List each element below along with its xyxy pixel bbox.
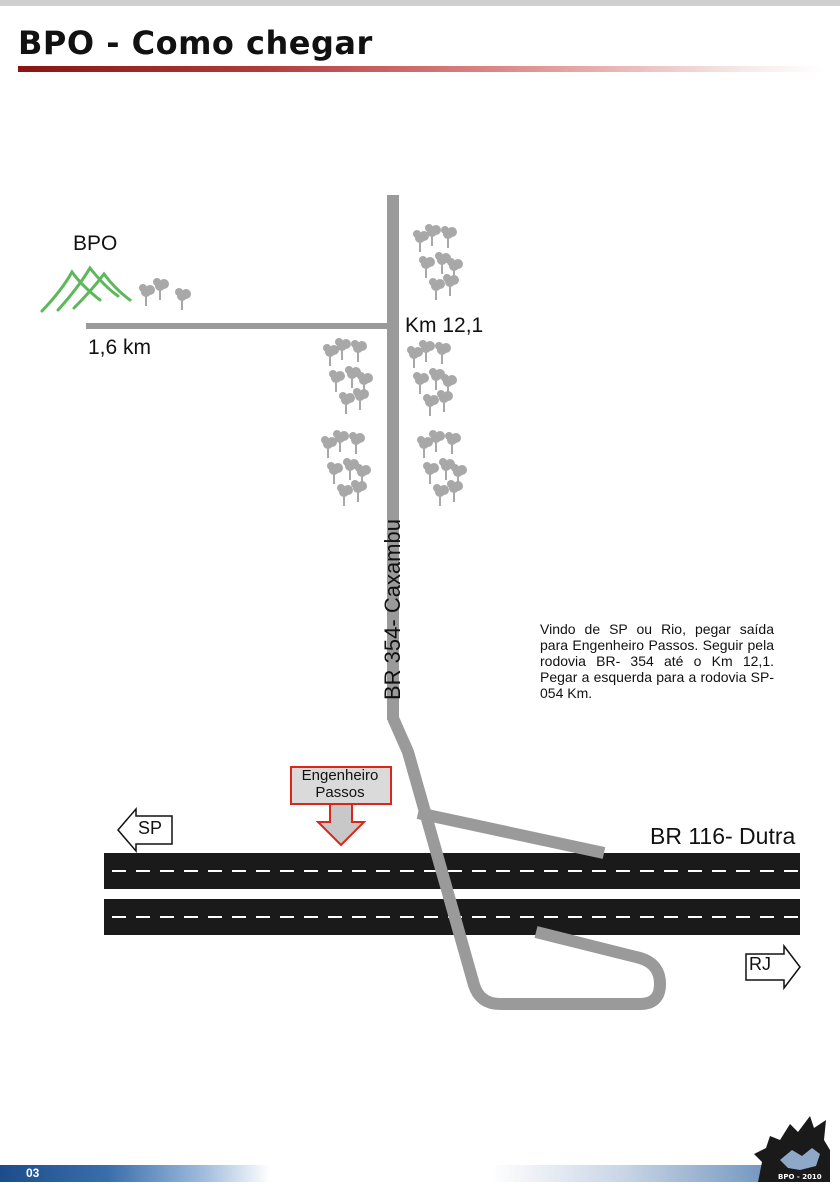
rj-direction-label: RJ: [749, 954, 771, 974]
directions-text: Vindo de SP ou Rio, pegar saída para Eng…: [540, 621, 774, 701]
road-network: [86, 195, 666, 1010]
destination-label: BPO: [73, 232, 118, 255]
access-distance-label: 1,6 km: [88, 336, 152, 359]
junction-km-label: Km 12,1: [405, 314, 484, 337]
footer-logo-text: BPO - 2010: [778, 1173, 822, 1181]
exit-sign: [290, 766, 392, 847]
logo-icon: [754, 1116, 830, 1182]
title-underline: [18, 66, 823, 72]
top-border: [0, 0, 840, 6]
arrow-right-icon: [745, 943, 801, 991]
footer-bar: [490, 1165, 820, 1182]
road-br116-label: BR 116- Dutra: [650, 823, 796, 849]
page-title: BPO - Como chegar: [18, 24, 373, 62]
mountain-icon: [40, 265, 132, 313]
arrow-down-icon: [315, 803, 367, 847]
exit-sign-label: Engenheiro Passos: [301, 767, 379, 801]
road-br354-label: BR 354- Caxambu: [380, 519, 405, 700]
page-number: 03: [0, 1165, 270, 1182]
sp-direction-label: SP: [138, 818, 163, 838]
tree-cluster-icon: [139, 224, 467, 506]
arrow-left-icon: [117, 806, 173, 854]
